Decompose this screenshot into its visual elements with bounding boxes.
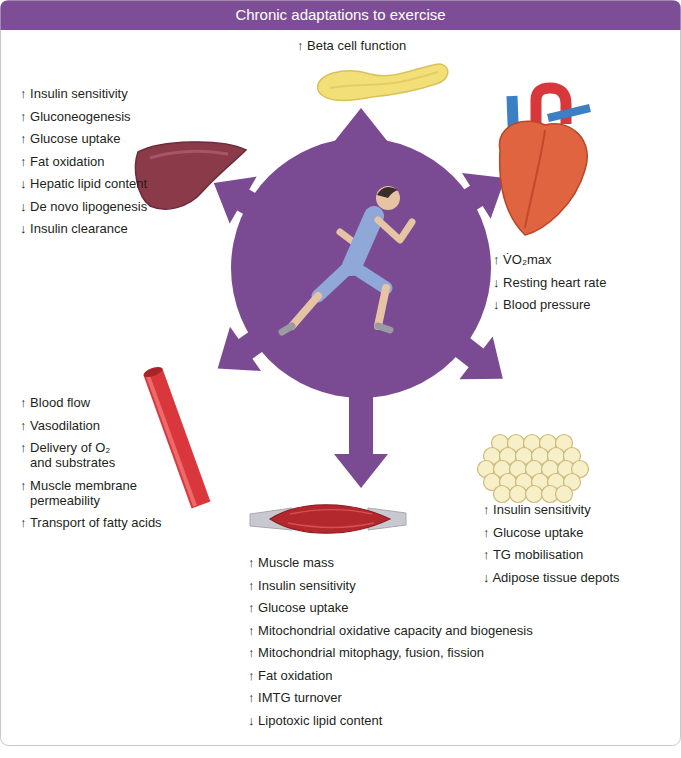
adipose-label: ↑ Insulin sensitivity ↑ Glucose uptake ↑ T… — [483, 502, 673, 592]
adaptation-text: ↑ Insulin sensitivity — [483, 502, 673, 517]
muscle-label: ↑ Muscle mass ↑ Insulin sensitivity ↑ Gluc… — [248, 555, 673, 735]
adaptation-text: ↑ Blood flow — [20, 395, 240, 410]
adaptation-text: ↑ Delivery of O₂ and substrates — [20, 440, 132, 470]
adaptation-text: ↑ Vasodilation — [20, 418, 240, 433]
header-band — [1, 1, 681, 31]
runner-torso — [352, 216, 374, 266]
pancreas-duct — [330, 72, 438, 88]
liver-highlight — [150, 151, 228, 158]
adaptation-text: ↑ Glucose uptake — [20, 131, 155, 146]
arrow-group — [200, 108, 519, 488]
adaptation-text: ↓ Resting heart rate — [493, 275, 673, 290]
vessel-highlight — [148, 376, 195, 506]
adaptation-text: ↑ Fat oxidation — [20, 154, 155, 169]
adaptation-text: ↓ Insulin clearance — [20, 221, 155, 236]
runner-shoe — [282, 326, 292, 332]
adaptation-text: ↑ Insulin sensitivity — [248, 578, 673, 593]
muscle — [270, 505, 390, 534]
adaptation-text: ↑ Mitochondrial oxidative capacity and b… — [248, 623, 673, 638]
fat-cell — [494, 486, 511, 503]
center-circle — [231, 138, 491, 398]
fat-cell — [556, 486, 573, 503]
pancreas — [318, 64, 448, 100]
adaptation-text: ↓ Blood pressure — [493, 297, 673, 312]
adaptation-text: ↓ Hepatic lipid content — [20, 176, 155, 191]
runner-shin — [378, 288, 386, 326]
adaptation-text: ↑ Muscle mass — [248, 555, 673, 570]
fat-cell — [510, 486, 527, 503]
arrow — [334, 388, 388, 488]
adaptation-text: ↑ Transport of fatty acids — [20, 515, 240, 530]
adaptation-text: ↑ Gluconeogenesis — [20, 109, 155, 124]
fat-cell — [526, 486, 543, 503]
adaptation-text: ↑ Insulin sensitivity — [20, 86, 155, 101]
adaptation-text: ↑ IMTG turnover — [248, 690, 673, 705]
pulmonary-artery — [548, 108, 590, 118]
adaptation-text: ↑ Glucose uptake — [483, 525, 673, 540]
liver-label: ↑ Insulin sensitivity ↑ Gluconeogenesis ↑ … — [20, 86, 155, 244]
adaptation-text: ↑ Beta cell function — [297, 38, 497, 53]
heart — [499, 121, 587, 235]
heart-label: ↑ V̇O₂max ↓ Resting heart rate ↓ Blood pre… — [493, 252, 673, 320]
runner-hair — [377, 187, 398, 198]
title-text: Chronic adaptations to exercise — [0, 0, 681, 30]
adaptation-text: ↓ Lipotoxic lipid content — [248, 713, 673, 728]
adaptation-text: ↑ Fat oxidation — [248, 668, 673, 683]
adaptation-text: ↓ Adipose tissue depots — [483, 570, 673, 585]
blood-vessel — [153, 372, 201, 505]
adaptation-text: ↑ Glucose uptake — [248, 600, 673, 615]
runner-arm — [378, 220, 412, 240]
vessel-label: ↑ Blood flow ↑ Vasodilation ↑ Delivery of … — [20, 395, 240, 538]
adaptation-text: ↓ De novo lipogenesis — [20, 199, 155, 214]
adaptation-text: ↑ V̇O₂max — [493, 252, 673, 267]
vessel-opening — [142, 365, 164, 379]
runner-figure — [282, 186, 412, 332]
coronary-vessel — [525, 130, 545, 228]
runner-thigh — [352, 266, 386, 288]
adipose-tissue — [478, 435, 589, 503]
adaptation-text: ↑ Muscle membrane permeability — [20, 478, 155, 508]
liver — [135, 142, 246, 209]
adaptation-text: ↑ Mitochondrial mitophagy, fusion, fissi… — [248, 645, 673, 660]
muscle-fibres — [288, 510, 374, 528]
runner-shin — [292, 296, 318, 326]
runner-head — [376, 186, 400, 210]
pancreas-label: ↑ Beta cell function — [297, 38, 497, 61]
adaptation-text: ↑ TG mobilisation — [483, 547, 673, 562]
runner-shoe — [378, 326, 390, 330]
